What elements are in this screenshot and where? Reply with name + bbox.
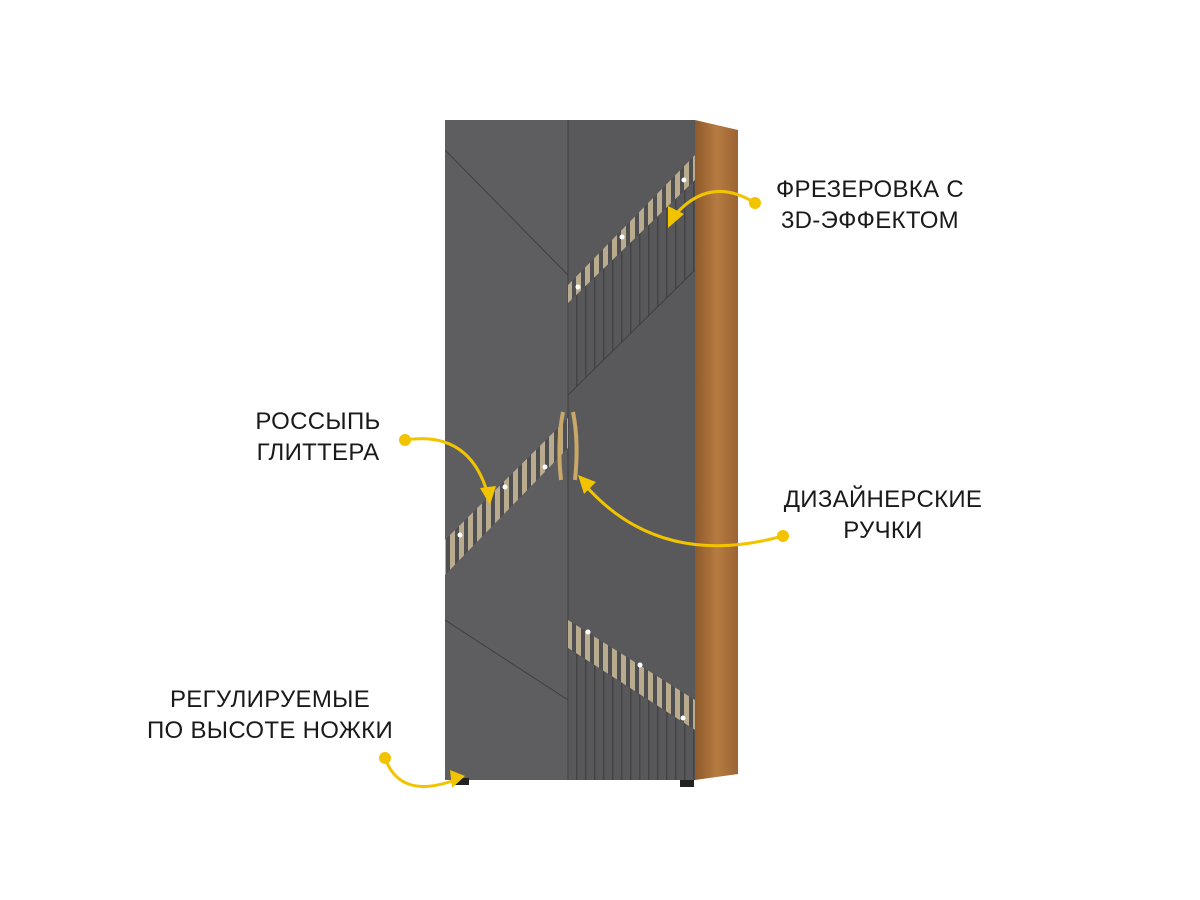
milling-line bbox=[445, 619, 568, 701]
callout-legs: РЕГУЛИРУЕМЫЕ ПО ВЫСОТЕ НОЖКИ bbox=[130, 684, 410, 746]
callout-line: 3D-ЭФФЕКТОМ bbox=[781, 207, 959, 234]
milling-line bbox=[568, 269, 695, 396]
callout-line: ФРЕЗЕРОВКА С bbox=[776, 176, 964, 203]
callout-milling: ФРЕЗЕРОВКА С 3D-ЭФФЕКТОМ bbox=[760, 174, 980, 236]
leg bbox=[455, 778, 469, 785]
callout-arrow bbox=[383, 757, 456, 788]
callout-dot bbox=[399, 434, 411, 446]
glitter-band-bottom bbox=[568, 620, 695, 730]
callout-line: РУЧКИ bbox=[843, 517, 923, 544]
milling-line bbox=[445, 149, 568, 276]
callout-line: ГЛИТТЕРА bbox=[256, 439, 380, 466]
ribbed-milling-bottom bbox=[568, 648, 695, 780]
callout-dot bbox=[777, 530, 789, 542]
callout-glitter: РОССЫПЬ ГЛИТТЕРА bbox=[218, 406, 418, 468]
callout-dot bbox=[749, 197, 761, 209]
callout-line: РОССЫПЬ bbox=[255, 408, 381, 435]
arrowhead-icon bbox=[480, 486, 496, 505]
callout-dot bbox=[379, 752, 391, 764]
sparkles bbox=[457, 177, 687, 721]
handle-left bbox=[557, 411, 565, 481]
arrowhead-icon bbox=[668, 206, 684, 228]
callout-arrow bbox=[583, 484, 784, 548]
arrowhead-icon bbox=[450, 770, 465, 788]
leg bbox=[680, 780, 694, 787]
ribbed-milling bbox=[568, 178, 695, 395]
callout-arrow bbox=[404, 437, 490, 496]
wardrobe-side-panel bbox=[695, 120, 738, 780]
handle-right bbox=[571, 411, 579, 481]
callout-arrow bbox=[673, 189, 756, 216]
callout-handles: ДИЗАЙНЕРСКИЕ РУЧКИ bbox=[763, 484, 1003, 546]
callout-line: ДИЗАЙНЕРСКИЕ bbox=[783, 486, 983, 513]
glitter-band-left bbox=[445, 418, 568, 575]
callout-line: ПО ВЫСОТЕ НОЖКИ bbox=[146, 717, 393, 744]
glitter-band-top bbox=[568, 155, 695, 303]
callout-line: РЕГУЛИРУЕМЫЕ bbox=[169, 686, 371, 713]
arrowhead-icon bbox=[578, 475, 596, 494]
